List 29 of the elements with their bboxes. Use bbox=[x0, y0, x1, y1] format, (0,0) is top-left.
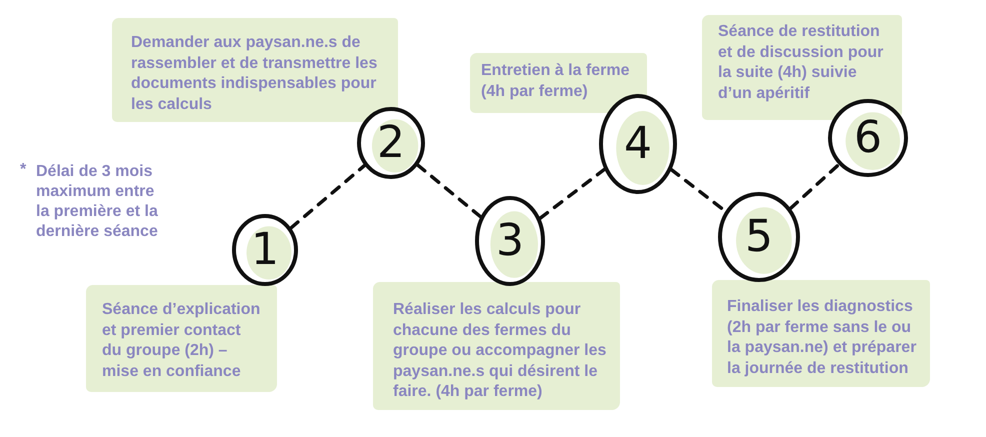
note-box bbox=[470, 53, 647, 113]
note-box bbox=[373, 282, 620, 410]
note-text: Séance de restitution et de discussion pour la suite (4h) suivie d’un apéritif bbox=[718, 22, 884, 104]
step-number: 1 bbox=[251, 228, 279, 272]
step-number: 5 bbox=[745, 215, 773, 259]
step-number: 4 bbox=[624, 122, 652, 166]
note-text: Entretien à la ferme (4h par ferme) bbox=[481, 61, 630, 102]
step-circle bbox=[475, 196, 545, 286]
dashed-connector bbox=[416, 163, 482, 218]
note-box bbox=[86, 285, 277, 392]
dashed-connector bbox=[538, 168, 606, 220]
note-text: Séance d’explication et premier contact du groupe (2h) – mise en confiance bbox=[102, 300, 262, 382]
note-text: Finaliser les diagnostics (2h par ferme sans le ou la paysan.ne) et préparer la journée de restitution bbox=[727, 297, 918, 378]
step-number: 2 bbox=[377, 121, 405, 165]
footnote-asterisk: * bbox=[20, 160, 26, 180]
step-circle bbox=[232, 214, 298, 286]
note-text: Réaliser les calculs pour chacune des fermes du groupe ou accompagner les paysan.ne.s qui désirent le faire. (4h par ferme) bbox=[393, 300, 608, 402]
dashed-connector bbox=[788, 162, 840, 210]
step-circle bbox=[718, 192, 800, 282]
footnote-text: Délai de 3 mois maximum entre la première et la dernière séance bbox=[36, 162, 159, 242]
step-circle bbox=[357, 107, 425, 179]
step-circle bbox=[599, 94, 677, 194]
step-number: 3 bbox=[496, 219, 524, 263]
note-box bbox=[702, 15, 902, 120]
note-box bbox=[112, 18, 398, 122]
dashed-connector bbox=[289, 164, 366, 230]
note-box bbox=[712, 280, 930, 387]
step-number: 6 bbox=[854, 116, 882, 160]
note-text: Demander aux paysan.ne.s de rassembler et de transmettre les documents indispensables pour les calculs bbox=[131, 33, 378, 114]
